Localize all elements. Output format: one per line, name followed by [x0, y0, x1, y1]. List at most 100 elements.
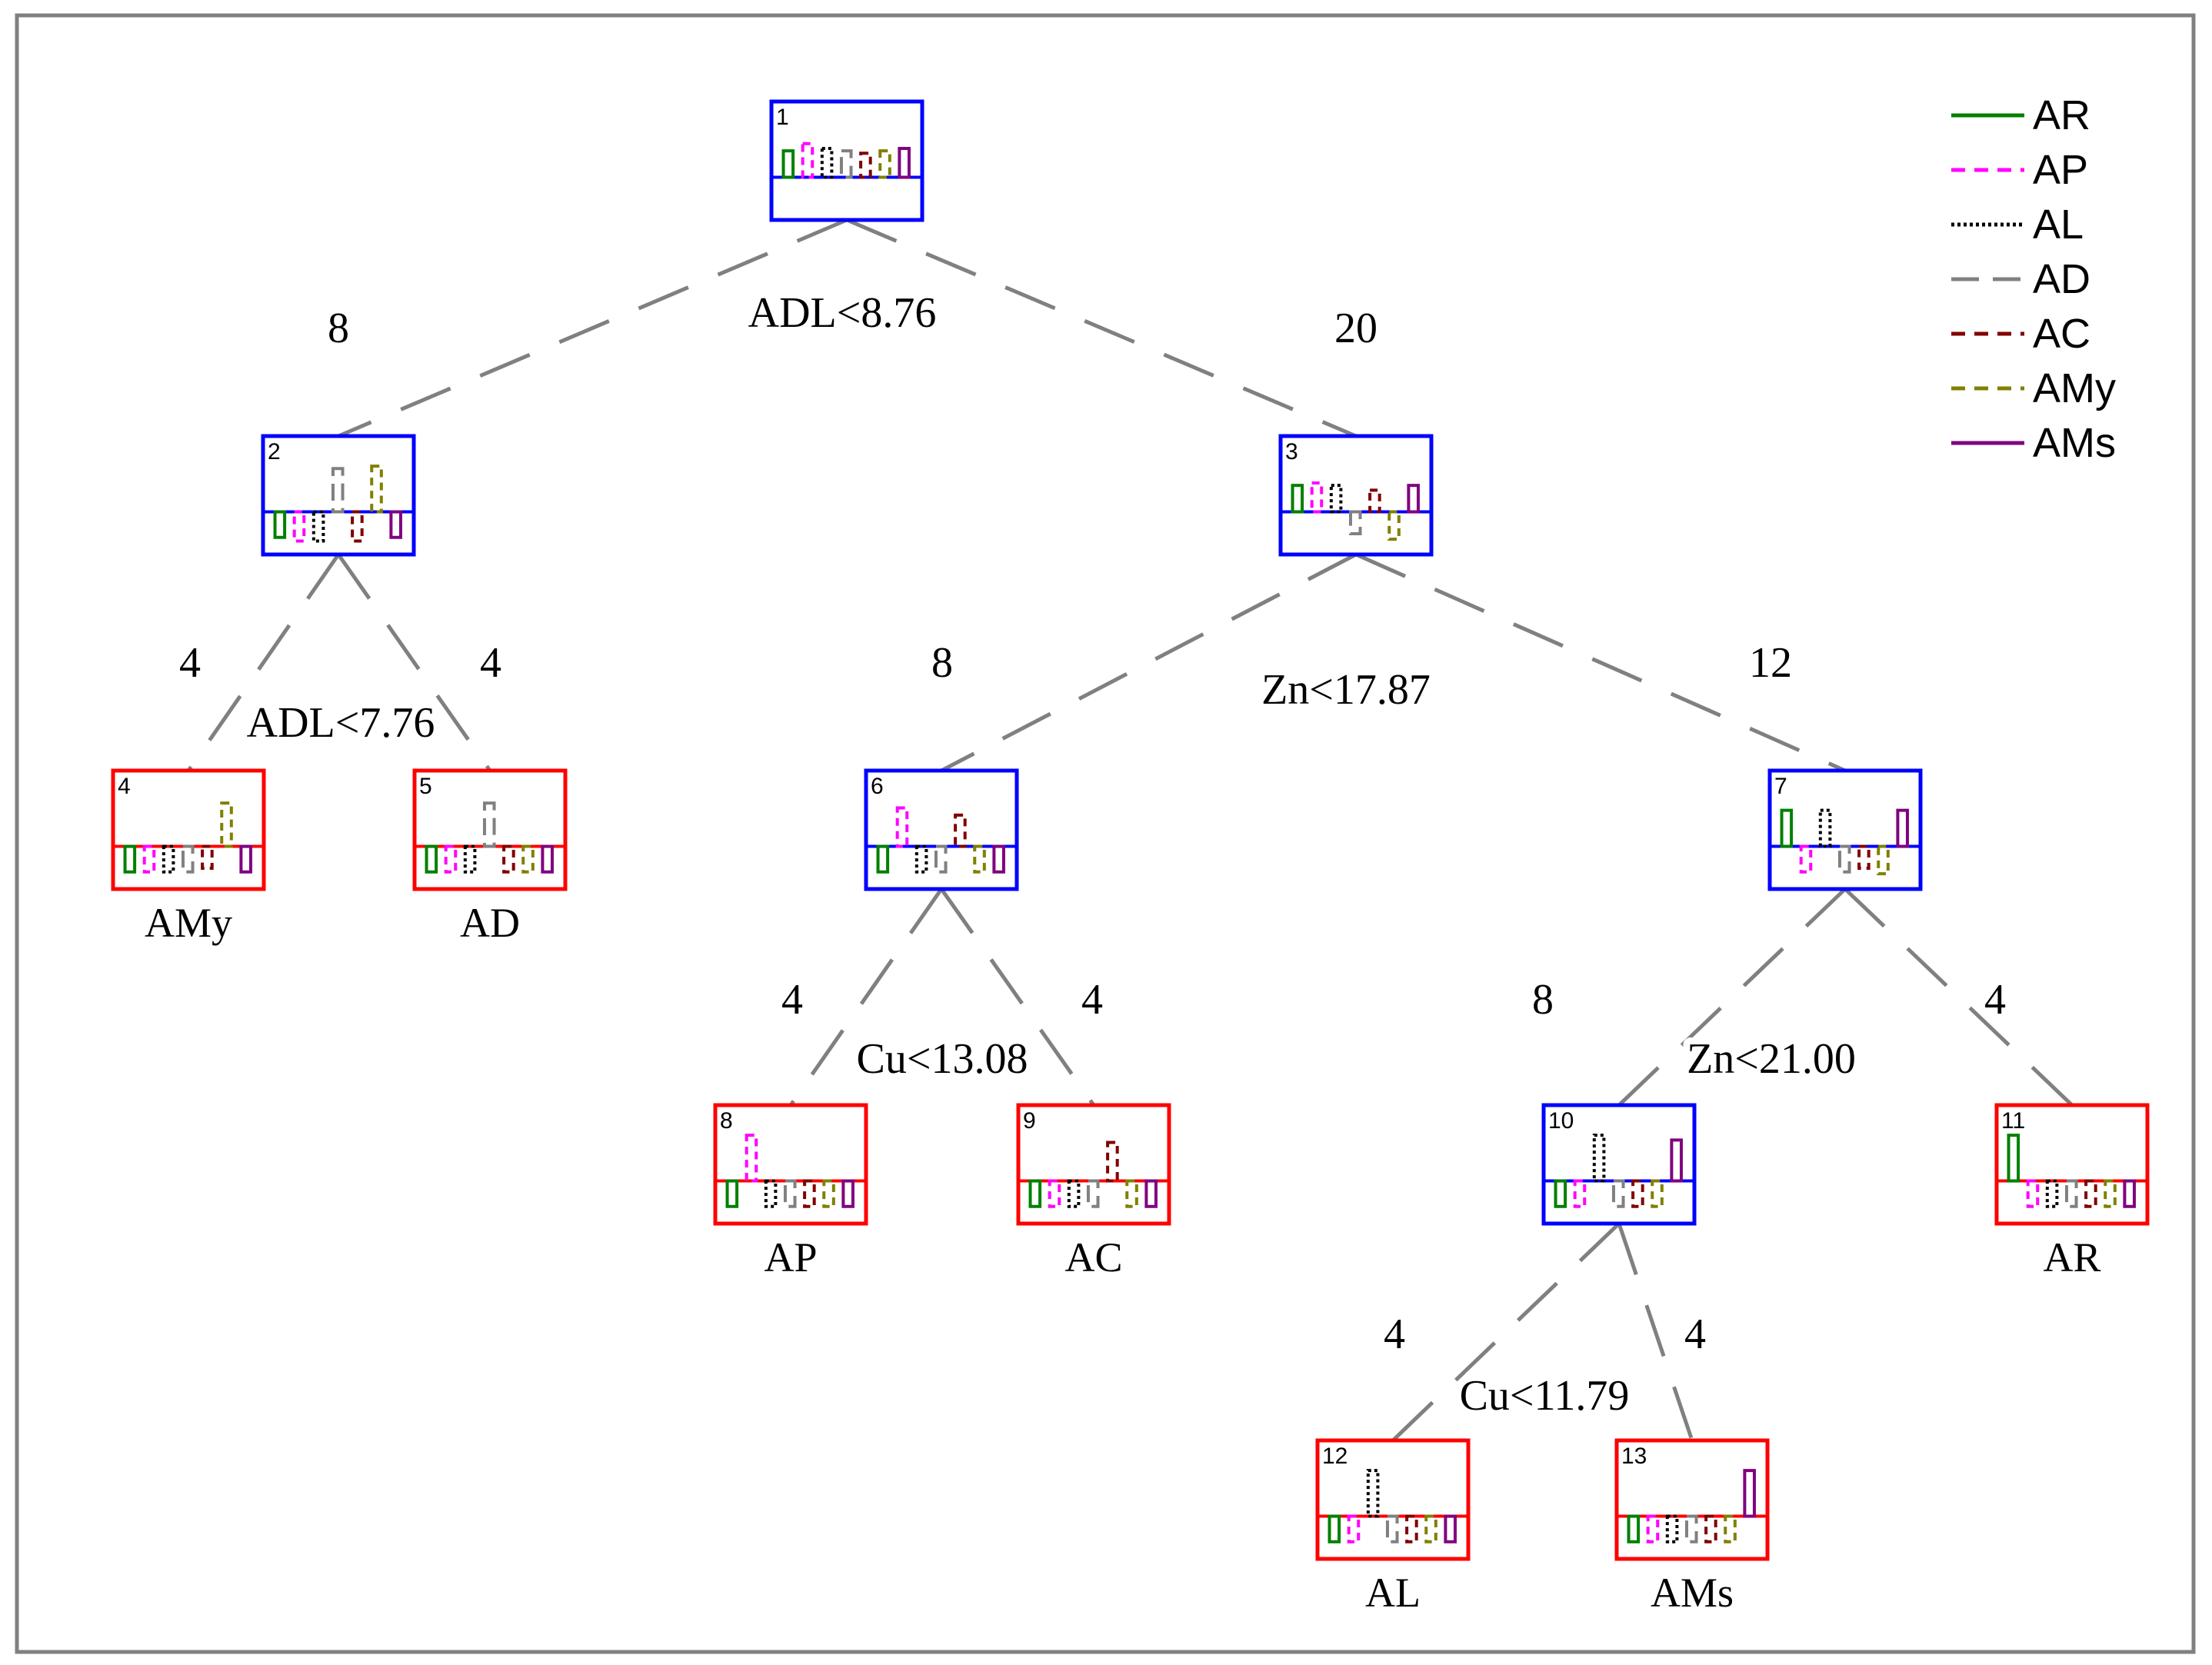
profile-bar-ams	[898, 147, 911, 179]
node-box	[261, 434, 416, 557]
node-box	[769, 99, 924, 222]
leaf-class-label: AD	[460, 900, 520, 946]
profile-bar-ap	[444, 844, 458, 874]
profile-bar-amy	[973, 844, 986, 874]
tree-edge-3-7	[1354, 552, 1847, 773]
node-number: 9	[1023, 1108, 1036, 1134]
profile-bar-ac	[954, 813, 967, 848]
profile-bar-al	[764, 1179, 778, 1208]
tree-node-5: 5AD	[412, 768, 568, 946]
split-condition-node-2: ADL<7.76	[247, 699, 435, 747]
profile-bar-ac	[2084, 1179, 2097, 1208]
profile-bar-ar	[725, 1179, 739, 1208]
profile-bar-ar	[781, 149, 795, 179]
profile-bar-al	[463, 844, 477, 874]
node-number: 4	[118, 774, 131, 799]
node-number: 1	[776, 105, 789, 130]
profile-bar-ad	[181, 844, 195, 874]
legend-label: AMy	[2033, 365, 2116, 411]
profile-bar-amy	[1651, 1179, 1664, 1208]
tree-edge-7-11	[1844, 887, 2074, 1107]
profile-bar-ap	[1048, 1179, 1061, 1208]
node-box	[1315, 1438, 1471, 1561]
legend-item-ar: AR	[1951, 92, 2090, 138]
legend-item-amy: AMy	[1951, 365, 2116, 411]
legend-label: AD	[2033, 256, 2090, 302]
profile-bar-amy	[878, 149, 891, 179]
profile-bar-ar	[1328, 1514, 1341, 1543]
node-box	[1767, 768, 1923, 891]
profile-bar-ams	[2123, 1179, 2136, 1208]
profile-bar-amy	[1387, 510, 1401, 541]
profile-bar-al	[1665, 1514, 1679, 1543]
profile-bar-al	[914, 844, 928, 874]
leaf-class-label: AC	[1064, 1234, 1122, 1280]
tree-edges	[186, 218, 2074, 1442]
legend-label: AMs	[2033, 420, 2116, 466]
legend-item-ac: AC	[1951, 311, 2090, 357]
legend-item-ams: AMs	[1951, 420, 2116, 466]
legend-label: AC	[2033, 311, 2090, 357]
node-box	[713, 1103, 868, 1226]
node-number: 6	[871, 774, 884, 799]
profile-bar-ams	[239, 844, 252, 874]
profile-bar-ad	[1611, 1179, 1625, 1208]
tree-node-3: 3	[1278, 434, 1434, 557]
profile-bar-ad	[1385, 1514, 1399, 1543]
split-left-count-node-10: 4	[1384, 1310, 1405, 1358]
split-left-count-node-3: 8	[931, 639, 953, 687]
split-left-count-node-1: 8	[328, 305, 349, 352]
profile-bar-ap	[1646, 1514, 1660, 1543]
legend-item-al: AL	[1951, 201, 2084, 248]
tree-edge-6-8	[788, 887, 944, 1107]
profile-bar-amy	[220, 801, 233, 848]
split-condition-node-10: Cu<11.79	[1460, 1372, 1630, 1420]
legend-item-ap: AP	[1951, 147, 2088, 193]
node-box	[412, 768, 568, 891]
leaf-class-label: AMy	[145, 900, 232, 946]
split-condition-node-7: Zn<21.00	[1687, 1035, 1856, 1083]
profile-bar-al	[2045, 1179, 2059, 1208]
profile-bar-al	[311, 510, 325, 543]
profile-bar-ar	[1291, 484, 1304, 514]
profile-bar-amy	[1724, 1514, 1737, 1543]
profile-bar-ad	[934, 844, 948, 874]
legend-item-ad: AD	[1951, 256, 2090, 302]
profile-bar-ad	[1348, 510, 1362, 536]
split-left-count-node-6: 4	[781, 976, 803, 1024]
profile-bar-ac	[351, 510, 364, 543]
split-condition-node-1: ADL<8.76	[748, 289, 937, 337]
profile-bar-ac	[1704, 1514, 1717, 1543]
tree-node-2: 2	[261, 434, 416, 557]
profile-bar-al	[1366, 1469, 1380, 1518]
profile-bar-al	[1592, 1134, 1606, 1183]
profile-bar-ams	[541, 844, 554, 874]
profile-bar-al	[820, 147, 834, 179]
profile-bar-ar	[876, 844, 890, 874]
profile-bar-al	[1818, 808, 1832, 848]
profile-bar-ac	[1368, 488, 1381, 514]
profile-bar-ap	[801, 142, 815, 179]
tree-edge-10-13	[1617, 1223, 1694, 1441]
split-right-count-node-7: 4	[1984, 976, 2006, 1024]
profile-bar-ar	[273, 510, 287, 539]
profile-bar-ac	[201, 844, 214, 871]
tree-edge-7-10	[1617, 887, 1847, 1107]
profile-bar-ap	[1573, 1179, 1587, 1208]
profile-bar-ap	[292, 510, 306, 543]
profile-bar-ap	[895, 806, 909, 848]
profile-bar-ams	[992, 844, 1005, 874]
profile-bar-ad	[1086, 1179, 1100, 1208]
profile-bar-ap	[745, 1134, 758, 1183]
node-number: 8	[720, 1108, 733, 1134]
profile-bar-ap	[2026, 1179, 2040, 1208]
split-left-count-node-7: 8	[1532, 976, 1554, 1024]
profile-bar-ar	[1627, 1514, 1641, 1543]
tree-node-1: 1	[769, 99, 924, 222]
node-box	[1016, 1103, 1171, 1226]
split-right-count-node-2: 4	[480, 639, 501, 687]
profile-bar-al	[162, 844, 175, 874]
tree-edge-2-5	[336, 553, 492, 772]
profile-bar-ap	[1799, 844, 1813, 874]
